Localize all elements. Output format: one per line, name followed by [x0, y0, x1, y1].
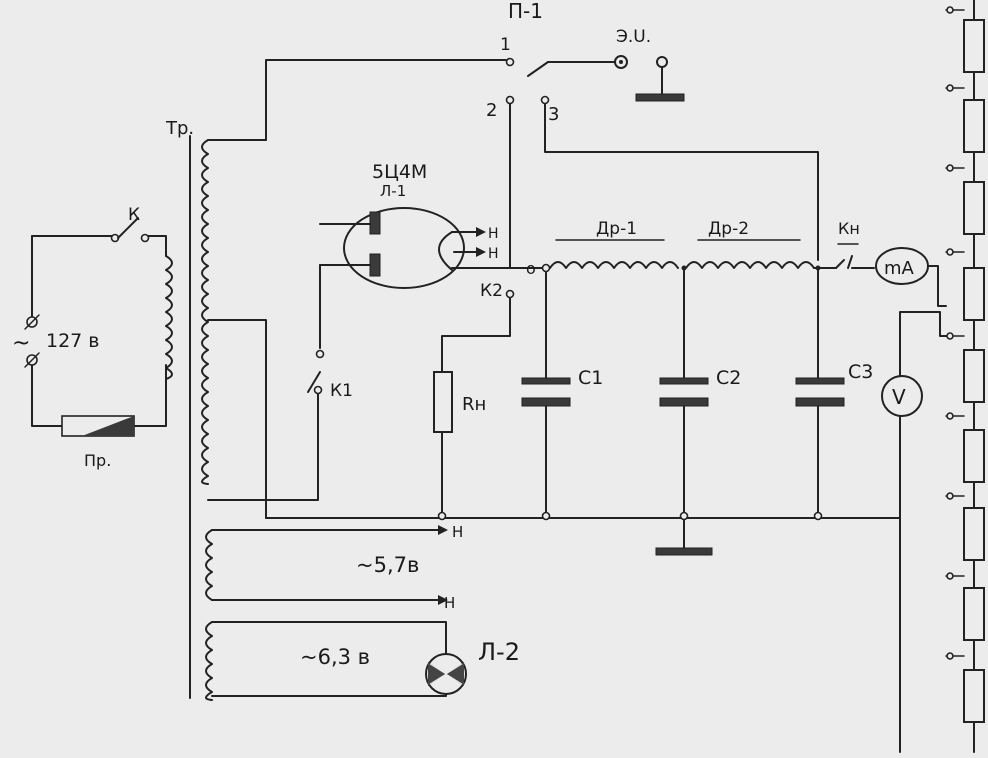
mains-voltage-label: 127 в [46, 330, 100, 352]
capacitor-c2-top [659, 377, 709, 385]
switch-k-contact [140, 233, 150, 243]
load-branch: К2 Rн [433, 281, 515, 517]
bank-resistor [963, 507, 985, 561]
switch-p1-label: П-1 [508, 0, 543, 23]
fuse-fill [82, 416, 134, 436]
capacitor-c1-bottom [521, 397, 571, 407]
heater-n-top: Н [452, 523, 463, 541]
winding-63-label: ~6,3 в [300, 645, 370, 669]
bank-resistor [963, 181, 985, 235]
p1-blade [527, 61, 549, 77]
p1-contact-1 [505, 57, 515, 67]
bank-resistor [963, 429, 985, 483]
heater-n-bottom: Н [444, 594, 455, 612]
tube-type-label: 5Ц4М [372, 161, 427, 183]
p1-contact-3 [540, 95, 550, 105]
milliammeter-label: mA [884, 258, 915, 279]
tube-cathode [438, 231, 453, 271]
meters: Кн mA V [835, 219, 947, 753]
eu-ground-plate [635, 93, 685, 102]
voltmeter [881, 375, 923, 417]
winding-57-label: ~5,7в [356, 553, 419, 577]
choke-dr2-label: Др-2 [708, 219, 749, 239]
capacitor-c3-bottom [795, 397, 845, 407]
tube-anode-bottom [369, 253, 381, 277]
capacitor-c2-bottom [659, 397, 709, 407]
bank-resistor [963, 587, 985, 641]
choke-dr2 [685, 261, 815, 269]
bank-resistor [963, 99, 985, 153]
voltmeter-label: V [892, 385, 906, 409]
lamp-l2 [425, 653, 467, 695]
ground-plate [655, 547, 713, 556]
p1-pos-3: 3 [548, 104, 559, 125]
button-kn-label: Кн [838, 219, 860, 238]
p1-pos-2: 2 [486, 100, 497, 121]
p1-contact-2 [505, 95, 515, 105]
bank-resistor [963, 267, 985, 321]
load-resistor-label: Rн [462, 394, 486, 415]
fuse-label: Пр. [84, 451, 111, 470]
bank-resistor [963, 349, 985, 403]
mains-tilde: ~ [12, 331, 30, 356]
choke-dr1 [549, 261, 679, 269]
eu-terminal [614, 55, 628, 69]
capacitor-c1-top [521, 377, 571, 385]
p1-pos-1: 1 [500, 35, 511, 55]
tube-heater-n-bottom: Н [488, 246, 499, 262]
common-bus [265, 511, 901, 521]
choke-dr1-label: Др-1 [596, 219, 637, 239]
tube-envelope [343, 207, 465, 289]
tube-anode-top [369, 211, 381, 235]
transformer-label: Тр. [165, 118, 194, 139]
capacitor-c2-label: С2 [716, 367, 741, 389]
bank-resistor [963, 669, 985, 723]
switch-k1: К1 [307, 349, 353, 401]
switch-p1: П-1 1 2 3 Э.U. [265, 0, 819, 269]
svg-text:o: o [526, 259, 536, 278]
eu-label: Э.U. [616, 27, 651, 47]
transformer: Тр. Н Н ~5,7в ~6,3 в Л-2 [165, 118, 520, 701]
switch-k2-label: К2 [480, 281, 503, 301]
filter: o Др-1 Др-2 С1 С2 С3 [509, 219, 873, 556]
tube-l1: 5Ц4М Л-1 Н Н [319, 161, 511, 349]
switch-k-label: К [128, 205, 140, 225]
k2-contact [505, 289, 515, 299]
capacitor-c3-label: С3 [848, 361, 873, 383]
switch-k1-label: К1 [330, 381, 353, 401]
capacitor-c1-label: С1 [578, 367, 603, 389]
resistor-bank [945, 0, 985, 753]
mains-circuit: К ~ 127 в Пр. [12, 205, 173, 470]
tube-designation: Л-1 [380, 182, 406, 200]
load-resistor [433, 371, 453, 433]
lamp-l2-label: Л-2 [478, 638, 520, 666]
tube-heater-n-top: Н [488, 226, 499, 242]
switch-k-blade [117, 217, 139, 239]
bank-resistor [963, 19, 985, 73]
capacitor-c3-top [795, 377, 845, 385]
